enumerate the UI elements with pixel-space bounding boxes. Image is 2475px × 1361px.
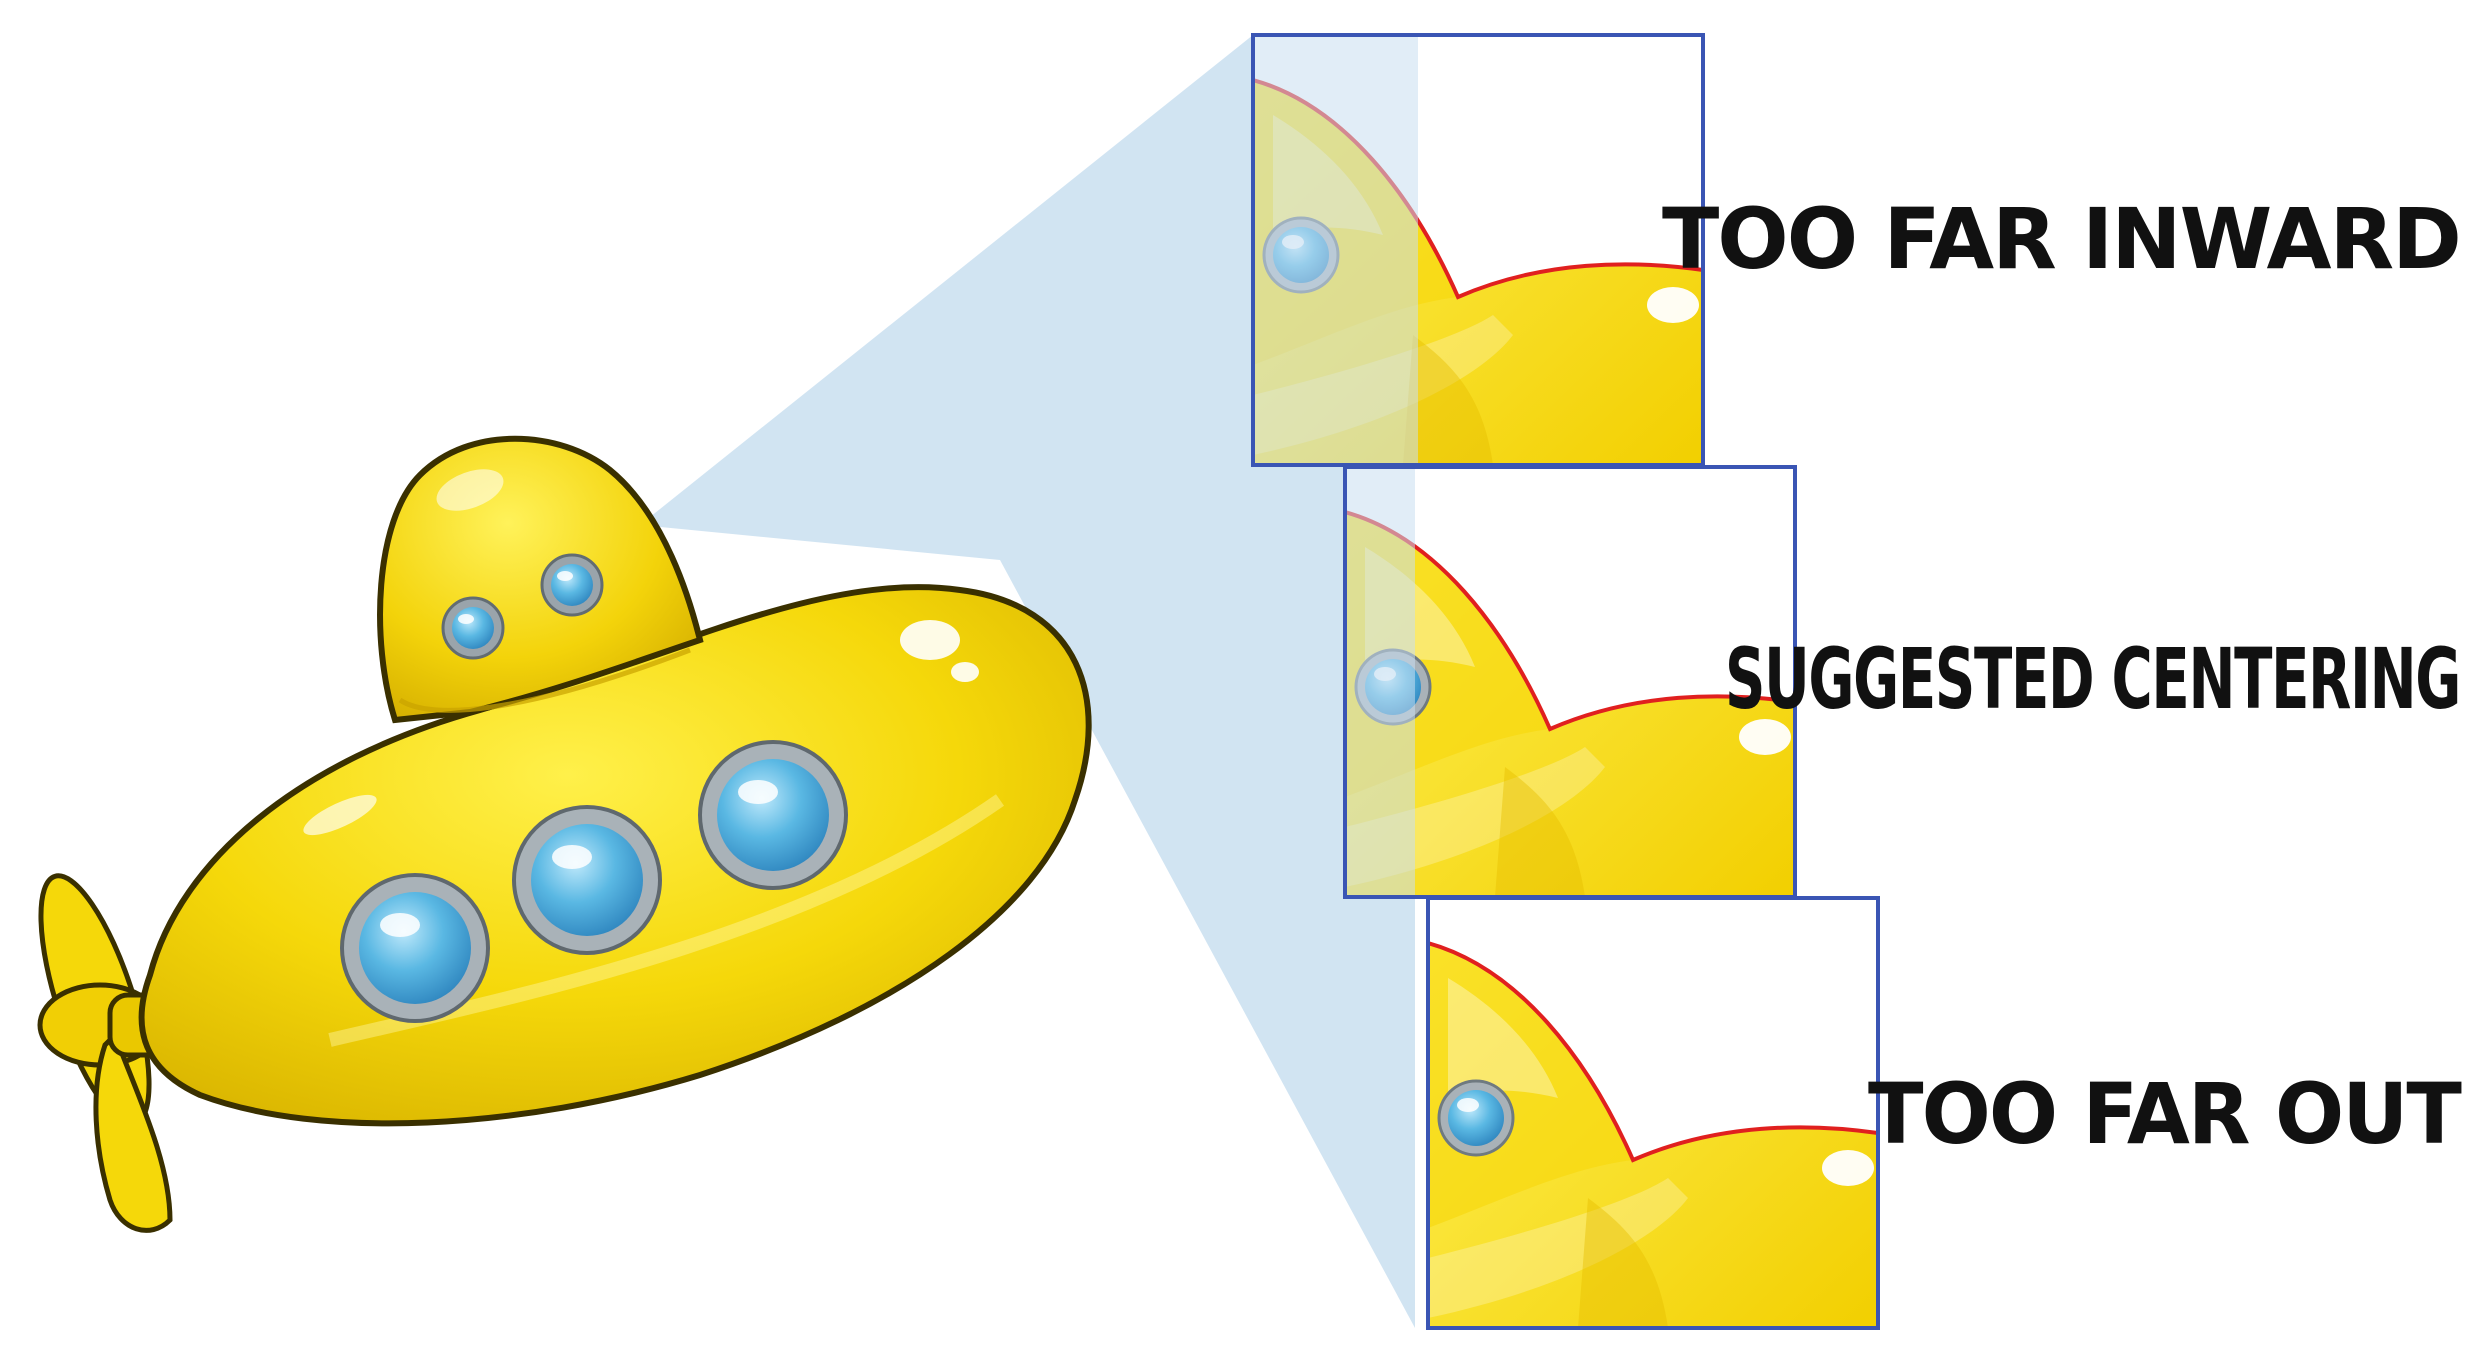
propeller-icon bbox=[37, 873, 173, 1233]
tower-porthole bbox=[441, 596, 505, 660]
hull-porthole bbox=[698, 740, 848, 890]
hull-porthole bbox=[512, 805, 662, 955]
zoom-projection-beam bbox=[640, 35, 1415, 1328]
submarine-illustration bbox=[37, 435, 1092, 1233]
zoom-panel-too-far-out bbox=[1426, 896, 1880, 1330]
hull-porthole bbox=[340, 873, 490, 1023]
tower-porthole bbox=[540, 553, 604, 617]
label-suggested-centering: SUGGESTED CENTERING bbox=[1725, 630, 2460, 728]
label-too-far-out: TOO FAR OUT bbox=[1868, 1065, 2462, 1163]
label-too-far-inward: TOO FAR INWARD bbox=[1662, 190, 2460, 288]
zoom-panel-too-far-inward bbox=[1251, 33, 1705, 467]
